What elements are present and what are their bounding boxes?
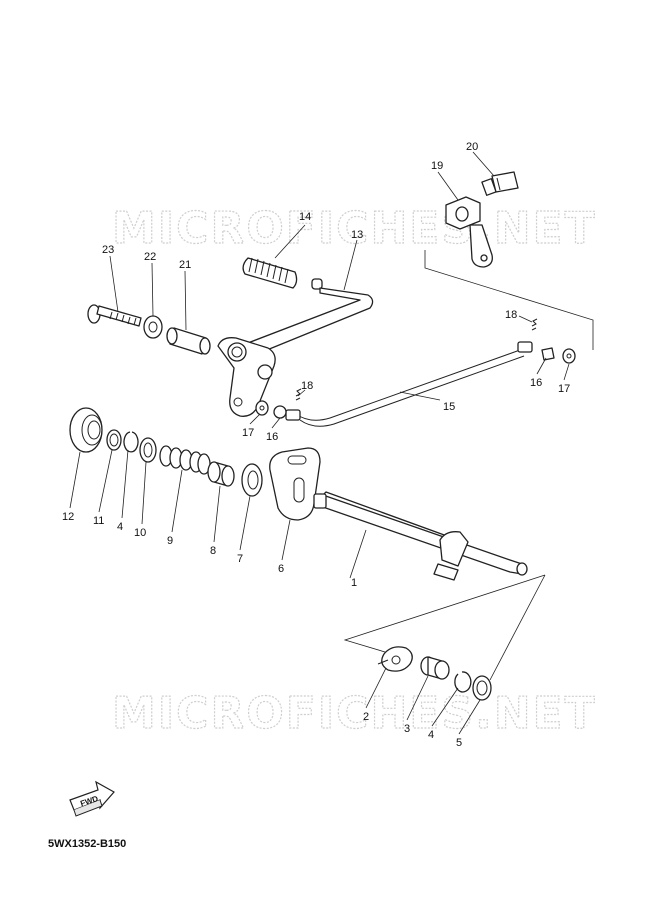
part-15-shift-rod: [285, 341, 533, 427]
callout-18: 18: [505, 309, 517, 321]
callout-16-left: 16: [266, 431, 278, 443]
leader-lines: [69, 151, 570, 735]
part-4-circlip: [123, 431, 139, 453]
callout-1: 1: [351, 577, 357, 589]
part-5-washer: [472, 675, 492, 701]
part-23-bolt: [87, 304, 142, 327]
part-10-washer: [139, 437, 157, 463]
part-3-collar: [420, 656, 450, 680]
callout-14: 14: [299, 211, 311, 223]
part-14-footpeg-rubber: [242, 257, 323, 290]
diagram-reference-code: 5WX1352-B150: [48, 838, 127, 850]
part-1-shift-shaft: [313, 491, 528, 581]
part-18-clip-right: [531, 318, 538, 331]
part-2-clip: [377, 646, 413, 672]
callout-19: 19: [431, 160, 443, 172]
watermark-top: MICROFICHES.NET: [112, 203, 597, 254]
part-11-ring: [106, 429, 122, 451]
part-12-bearing: [69, 407, 103, 453]
part-16-collar-left: [273, 405, 287, 419]
callout-18-left: 18: [301, 380, 313, 392]
callout-4: 4: [117, 521, 123, 533]
part-21-collar: [166, 327, 211, 355]
callout-7: 7: [237, 553, 243, 565]
callout-23: 23: [102, 244, 114, 256]
callout-16: 16: [530, 377, 542, 389]
callout-numbers: 1 2 3 4 5 6 7 8 9 10 11 12 13 14 15 16 1…: [62, 141, 570, 749]
part-7-washer: [241, 463, 263, 497]
callout-2: 2: [363, 711, 369, 723]
callout-15: 15: [443, 401, 455, 413]
callout-5: 5: [456, 737, 462, 749]
callout-3: 3: [404, 723, 410, 735]
callout-20: 20: [466, 141, 478, 153]
callout-10: 10: [134, 527, 146, 539]
callout-8: 8: [210, 545, 216, 557]
part-16-collar-right: [541, 347, 555, 361]
part-8-collar: [207, 461, 235, 487]
callout-6: 6: [278, 563, 284, 575]
callout-9: 9: [167, 535, 173, 547]
part-22-washer: [143, 315, 163, 339]
callout-22: 22: [144, 251, 156, 263]
callout-17: 17: [558, 383, 570, 395]
part-17-washer-left: [255, 400, 269, 416]
callout-13: 13: [351, 229, 363, 241]
callout-11: 11: [93, 515, 104, 527]
fwd-arrow-icon: FWD: [69, 780, 115, 817]
part-13-shift-lever: [217, 287, 374, 417]
part-6-plate: [269, 447, 321, 521]
watermark-bottom: MICROFICHES.NET: [112, 688, 597, 739]
part-18-clip-left: [295, 388, 302, 401]
part-17-washer-right: [562, 348, 576, 364]
part-20-bolt: [481, 171, 519, 196]
part-4-circlip-b: [454, 671, 472, 693]
callout-12: 12: [62, 511, 74, 523]
callout-4-lower: 4: [428, 729, 434, 741]
part-19-bracket: [445, 196, 493, 268]
part-9-spring: [159, 445, 211, 475]
callout-17-left: 17: [242, 427, 254, 439]
callout-21: 21: [179, 259, 191, 271]
